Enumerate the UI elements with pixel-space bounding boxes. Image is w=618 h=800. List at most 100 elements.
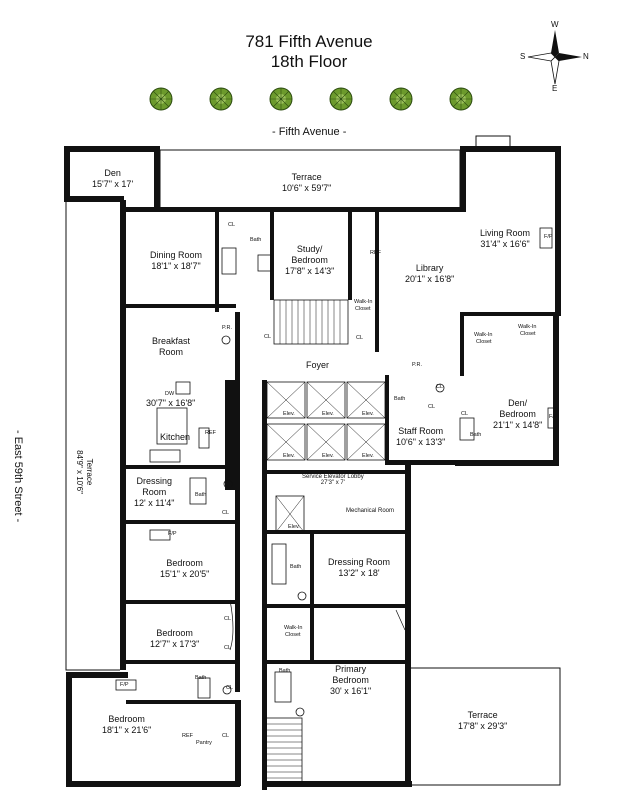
fireplace-icon [539, 227, 553, 249]
tree-icon [268, 86, 294, 112]
label-closet: CL [222, 510, 230, 516]
label-closet: CL [428, 404, 436, 410]
label-elevator: Elev. [362, 453, 374, 459]
label-closet: Closet [285, 632, 301, 638]
bathtub [221, 247, 237, 275]
bathtub [459, 417, 475, 441]
wall [460, 316, 464, 376]
bathtub [271, 543, 287, 585]
label-closet: CL [224, 645, 232, 651]
wall [126, 304, 236, 308]
room-kitchen: Kitchen [160, 432, 191, 442]
elevator-cab [275, 495, 305, 533]
range [149, 449, 181, 463]
terrace-left-outline [65, 200, 120, 671]
wall [405, 660, 411, 787]
label-closet: Closet [520, 331, 536, 337]
label-elevator: Elev. [283, 411, 295, 417]
tree-icon [328, 86, 354, 112]
label-closet: Closet [476, 339, 492, 345]
label-powder-room: P.R. [222, 325, 232, 331]
label-closet: CL [264, 334, 272, 340]
wall [385, 375, 389, 465]
wall [64, 146, 160, 152]
label-elevator: Elev. [283, 453, 295, 459]
compass-w: W [551, 20, 559, 29]
wall [64, 196, 124, 202]
room-service-lobby: Service Elevator Lobby 27'3" x 7' [302, 474, 364, 486]
plan-title: 781 Fifth Avenue [245, 32, 373, 51]
wall [64, 146, 70, 202]
wall [126, 520, 236, 524]
label-dishwasher: DW [165, 391, 175, 397]
toilet [222, 685, 232, 695]
wall [405, 460, 411, 660]
wall [460, 312, 560, 316]
wall [348, 212, 352, 300]
label-closet: Closet [355, 306, 371, 312]
bathtub [189, 477, 207, 505]
label-fireplace: F/P [168, 531, 177, 537]
toilet [221, 335, 231, 345]
wall [553, 316, 559, 466]
label-walkin: Walk-In [474, 332, 493, 338]
room-mechanical: Mechanical Room [346, 508, 395, 514]
elevator-cab [346, 423, 386, 461]
wall [215, 212, 219, 312]
label-walkin: Walk-In [354, 299, 373, 305]
wall [120, 207, 465, 212]
label-bath: Bath [195, 675, 207, 681]
wall [262, 781, 412, 787]
kitchen-island [156, 407, 188, 445]
compass-e: E [552, 84, 558, 93]
street-fifth-avenue: - Fifth Avenue - [272, 126, 347, 138]
compass-n: N [583, 52, 589, 61]
fireplace-icon [198, 427, 210, 449]
wall [235, 700, 241, 786]
label-elevator: Elev. [322, 411, 334, 417]
wall [267, 470, 407, 474]
label-closet: CL [226, 685, 234, 691]
label-pantry: Pantry [196, 740, 212, 746]
label-ref: REF [370, 250, 381, 256]
shower [257, 254, 273, 272]
elevator-cab [346, 381, 386, 419]
label-elevator: Elev. [288, 524, 300, 530]
label-ref: REF [182, 733, 193, 739]
label-walkin: Walk-In [518, 324, 537, 330]
elevator-cab [266, 381, 306, 419]
room-foyer: Foyer [306, 360, 330, 370]
wall [455, 460, 559, 466]
tree-icon [148, 86, 174, 112]
wall [460, 146, 560, 152]
wall [267, 660, 407, 664]
wall [126, 700, 236, 704]
wall [375, 212, 379, 352]
tree-icon [448, 86, 474, 112]
label-bath: Bath [394, 396, 406, 402]
toilet [297, 591, 307, 601]
plan-subtitle: 18th Floor [270, 52, 348, 71]
wall [460, 146, 466, 212]
compass-s: S [520, 52, 526, 61]
wall [120, 200, 126, 670]
wall [267, 604, 407, 608]
stair [273, 299, 349, 345]
label-closet: CL [228, 222, 236, 228]
wall [262, 380, 267, 790]
wall [126, 600, 236, 604]
wall [225, 380, 239, 490]
